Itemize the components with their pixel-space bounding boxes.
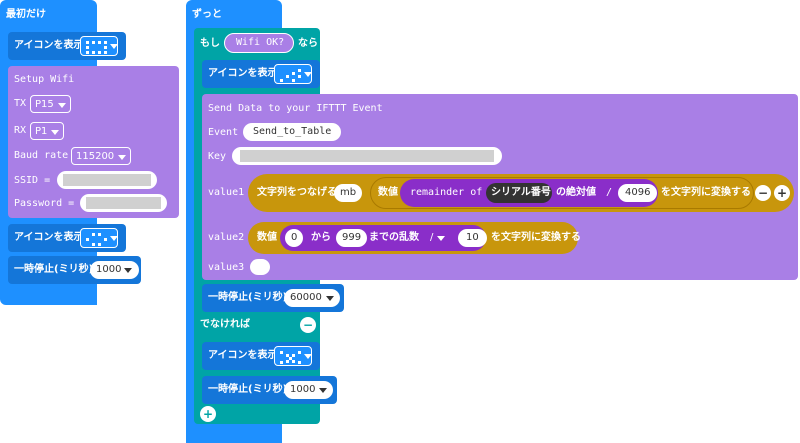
then-label: なら	[298, 38, 318, 49]
key-input[interactable]	[232, 147, 502, 165]
forever-label: ずっと	[192, 9, 222, 20]
password-input[interactable]	[80, 194, 167, 212]
led-icon-picker-2[interactable]	[80, 228, 118, 248]
setup-wifi-block[interactable]	[8, 66, 179, 218]
operator-dropdown[interactable]: /	[426, 229, 449, 247]
tx-dropdown[interactable]: P15	[30, 95, 71, 113]
ssid-input[interactable]	[57, 171, 157, 189]
key-label: Key	[208, 151, 227, 162]
show-icon-label-else: アイコンを表示	[208, 350, 278, 361]
pause-value-dropdown-else[interactable]: 1000	[284, 381, 334, 399]
abs-label: の絶対値	[556, 187, 596, 198]
minus-circle-icon[interactable]: −	[300, 317, 316, 333]
led-icon-picker[interactable]	[80, 36, 118, 56]
from-label: から	[311, 232, 331, 243]
on-start-label: 最初だけ	[6, 9, 46, 20]
if-label: もし	[200, 38, 220, 49]
div-label: /	[606, 187, 613, 198]
wifi-ok-label: Wifi OK?	[236, 37, 285, 48]
plus-circle-icon[interactable]: +	[774, 185, 790, 201]
value3-label: value3	[208, 262, 245, 273]
rand-label: までの乱数	[369, 232, 419, 243]
value3-input[interactable]	[250, 259, 270, 275]
ifttt-title: Send Data to your IFTTT Event	[208, 103, 383, 114]
serial-number-block[interactable]	[486, 183, 552, 203]
number-label: 数値	[378, 187, 398, 198]
event-input[interactable]: Send_to_Table	[243, 123, 342, 141]
chevron-down-icon[interactable]	[319, 388, 327, 393]
value1-label: value1	[208, 187, 245, 198]
serial-number-label: シリアル番号	[491, 187, 551, 198]
join-label: 文字列をつなげる	[257, 187, 337, 198]
pause-label-else: 一時停止(ミリ秒)	[208, 384, 288, 395]
event-label: Event	[208, 127, 239, 138]
chevron-down-icon[interactable]	[304, 72, 312, 77]
minus-circle-icon[interactable]: −	[755, 185, 771, 201]
setup-wifi-title: Setup Wifi	[14, 74, 75, 85]
pause-label-then: 一時停止(ミリ秒)	[208, 292, 288, 303]
pause-value-dropdown[interactable]: 1000	[90, 261, 140, 279]
div-value-input[interactable]: 4096	[618, 184, 658, 202]
show-icon-label-then: アイコンを表示	[208, 68, 278, 79]
op2-value-input[interactable]: 10	[458, 229, 487, 247]
rx-dropdown[interactable]: P1	[30, 122, 65, 140]
password-label: Password =	[14, 198, 75, 209]
pause-label: 一時停止(ミリ秒)	[14, 264, 94, 275]
wifi-ok-condition[interactable]	[224, 33, 294, 53]
chevron-down-icon[interactable]	[110, 44, 118, 49]
chevron-down-icon[interactable]	[326, 296, 334, 301]
baud-rate-dropdown[interactable]: 115200	[71, 147, 132, 165]
show-icon-label-2: アイコンを表示	[14, 232, 84, 243]
random-block[interactable]	[280, 225, 486, 251]
led-icon-picker-then[interactable]	[274, 64, 312, 84]
pause-value-dropdown-then[interactable]: 60000	[284, 289, 340, 307]
led-grid-icon	[84, 232, 110, 246]
else-label: でなければ	[200, 319, 250, 330]
rand-from-input[interactable]: 0	[285, 229, 304, 247]
show-icon-label: アイコンを表示	[14, 40, 84, 51]
join-first-input[interactable]: mb	[334, 184, 363, 202]
number-label-2: 数値	[257, 232, 277, 243]
led-grid-icon	[84, 40, 110, 54]
rx-label: RX	[14, 125, 27, 136]
value2-label: value2	[208, 232, 245, 243]
chevron-down-icon[interactable]	[124, 268, 132, 273]
rand-to-input[interactable]: 999	[336, 229, 368, 247]
baud-rate-label: Baud rate	[14, 150, 69, 161]
chevron-down-icon[interactable]	[304, 354, 312, 359]
to-string-label-2: を文字列に変換する	[491, 232, 581, 243]
chevron-down-icon[interactable]	[110, 236, 118, 241]
ssid-label: SSID =	[14, 175, 51, 186]
led-icon-picker-else[interactable]	[274, 346, 312, 366]
plus-circle-icon[interactable]: +	[200, 406, 216, 422]
to-string-label-1: を文字列に変換する	[661, 187, 751, 198]
led-grid-icon	[278, 68, 304, 82]
tx-label: TX	[14, 98, 27, 109]
remainder-label: remainder of	[410, 187, 483, 198]
led-grid-icon	[278, 350, 304, 364]
